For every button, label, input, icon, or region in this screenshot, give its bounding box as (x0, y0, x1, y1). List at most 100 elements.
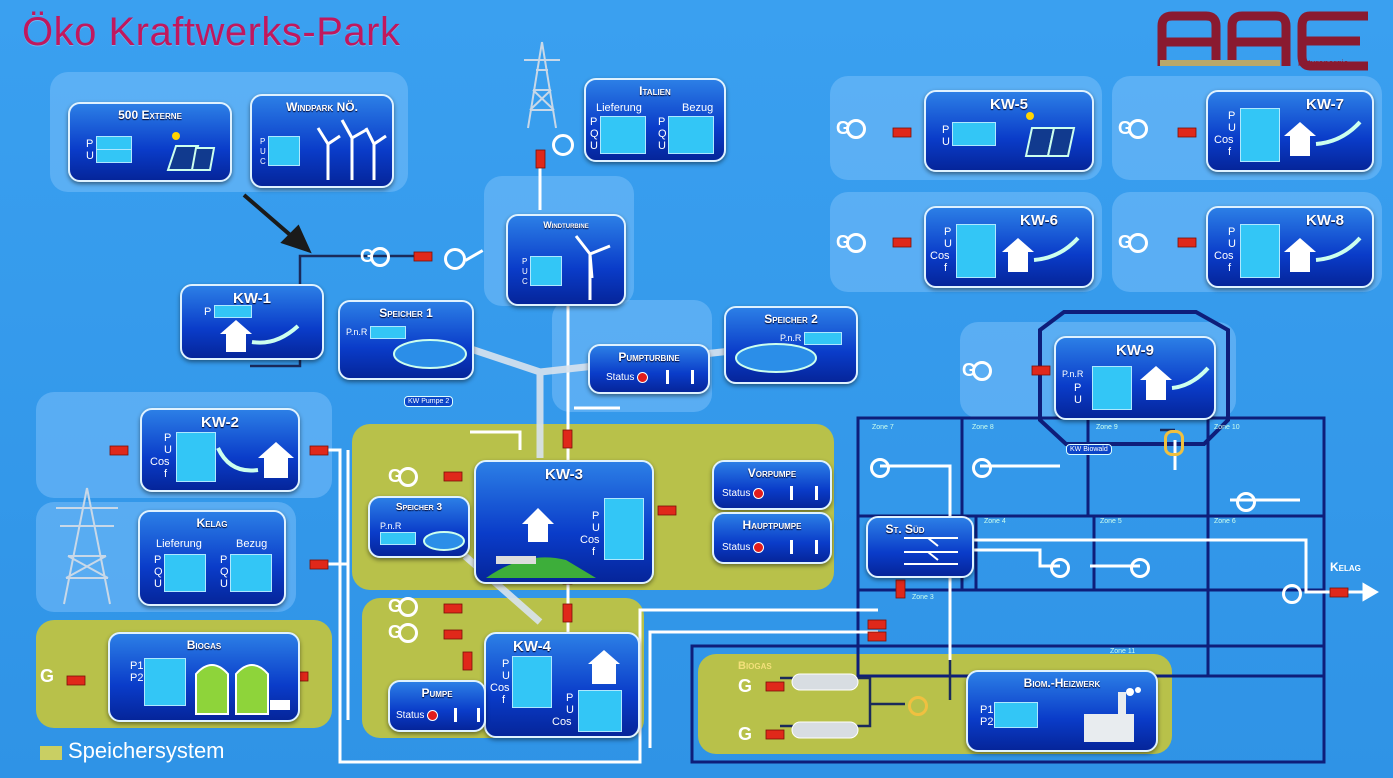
field-label: P (942, 124, 950, 136)
field-label: P (1074, 382, 1082, 394)
generator-icon: G (388, 596, 419, 618)
box-title: KW-1 (232, 290, 272, 307)
field-label-lieferung: Lieferung (596, 102, 642, 114)
field-label: P (1228, 226, 1236, 238)
generator-icon: G (962, 360, 993, 382)
wind-turbine-icon (316, 119, 387, 180)
field-label: P (590, 116, 598, 128)
status-dot (753, 542, 765, 553)
zone-label: Zone 5 (1100, 518, 1122, 525)
value-cell (230, 554, 272, 592)
box-title: Hauptpumpe (742, 518, 802, 532)
value-cell (164, 554, 206, 592)
box-kw7[interactable]: KW-7 P U Cos f (1206, 90, 1374, 172)
box-st-sued[interactable]: St. Süd (866, 516, 974, 578)
box-title: KW-5 (989, 96, 1029, 113)
house-icon (588, 650, 620, 684)
box-title: KW-3 (544, 466, 584, 483)
box-kw9[interactable]: KW-9 P.n.R P U (1054, 336, 1216, 420)
field-label: U (154, 578, 162, 590)
box-kw4[interactable]: KW-4 P U Cos f P U Cos (484, 632, 640, 738)
pump-icon (454, 708, 480, 722)
box-biogas-left[interactable]: Biogas P1 P2 (108, 632, 300, 722)
transformer-icon (552, 134, 574, 156)
box-kelag[interactable]: Kelag Lieferung Bezug P Q U P Q U (138, 510, 286, 606)
box-title: Pumpturbine (618, 350, 680, 364)
zone-label: Zone 9 (1096, 424, 1118, 431)
legend-label: Speichersystem (68, 738, 225, 763)
zone-label: Zone 4 (984, 518, 1006, 525)
box-windpark-noe[interactable]: Windpark NÖ. P U C (250, 94, 394, 188)
field-label: Q (154, 566, 163, 578)
value-cell (530, 256, 562, 286)
value-cell (96, 136, 132, 150)
tank-icon (791, 673, 859, 691)
box-title: Speicher 3 (395, 502, 443, 513)
field-label: C (522, 277, 528, 286)
transformer-icon (1050, 558, 1070, 578)
generator-icon: G (1118, 232, 1149, 254)
status-dot (753, 488, 765, 499)
field-label: U (1228, 238, 1236, 250)
box-hauptpumpe[interactable]: Hauptpumpe Status (712, 512, 832, 564)
field-label: U (592, 522, 600, 534)
generator-icon: G (360, 246, 391, 268)
box-title: Biom.-Heizwerk (1023, 676, 1101, 690)
field-label: P (220, 554, 228, 566)
value-cell (952, 122, 996, 146)
transformer-icon (1282, 584, 1302, 604)
wind-turbine-icon (574, 235, 611, 300)
box-500-externe[interactable]: 500 Externe P U (68, 102, 232, 182)
transmission-tower-icon (524, 41, 560, 129)
status-dot (637, 372, 649, 383)
transformer-icon (908, 696, 928, 716)
field-label: Q (658, 128, 667, 140)
field-label: U (86, 150, 94, 162)
biogas-right-label: Biogas (738, 660, 772, 672)
value-cell (512, 656, 552, 708)
generator-icon: G (836, 118, 867, 140)
field-label: P (260, 137, 266, 146)
field-label: P.n.R (780, 333, 802, 343)
box-title: Windturbine (543, 220, 589, 230)
box-vorpumpe[interactable]: Vorpumpe Status (712, 460, 832, 510)
status-indicator: Status (722, 542, 765, 553)
generator-icon: G (388, 622, 419, 644)
box-windturbine[interactable]: Windturbine P U C (506, 214, 626, 306)
value-cell (380, 532, 416, 545)
field-label: Cos (930, 250, 950, 262)
box-speicher3[interactable]: Speicher 3 P.n.R (368, 496, 470, 558)
field-label-bezug: Bezug (682, 102, 714, 114)
box-title: Kelag (196, 516, 228, 530)
tag-kw-biowald[interactable]: KW Biowald (1066, 444, 1112, 455)
field-label: f (592, 546, 596, 558)
box-speicher2[interactable]: Speicher 2 P.n.R (724, 306, 858, 384)
box-title: Speicher 1 (379, 306, 433, 320)
field-label: U (522, 267, 528, 276)
field-label: Cos (580, 534, 600, 546)
box-kw2[interactable]: KW-2 P U Cos f (140, 408, 300, 492)
field-label: P.n.R (1062, 369, 1084, 379)
value-cell (600, 116, 646, 154)
box-kw5[interactable]: KW-5 P U (924, 90, 1094, 172)
field-label: U (502, 670, 510, 682)
field-label: f (1228, 146, 1232, 158)
box-biom-heizwerk[interactable]: Biom.-Heizwerk P1 P2 (966, 670, 1158, 752)
field-label: P.n.R (346, 327, 368, 337)
box-kw1[interactable]: KW-1 P (180, 284, 324, 360)
field-label: P (566, 692, 574, 704)
box-kw3[interactable]: KW-3 P U Cos f (474, 460, 654, 584)
value-cell (370, 326, 406, 339)
box-pumpturbine[interactable]: Pumpturbine Status (588, 344, 710, 394)
box-kw8[interactable]: KW-8 P U Cos f (1206, 206, 1374, 288)
box-italien[interactable]: Italien Lieferung Bezug P Q U P Q U (584, 78, 726, 162)
tag-kw-pumpe[interactable]: KW Pumpe 2 (404, 396, 454, 407)
box-kw6[interactable]: KW-6 P U Cos f (924, 206, 1094, 288)
field-label: P2 (130, 672, 144, 684)
status-dot (427, 710, 439, 721)
box-pumpe[interactable]: Pumpe Status (388, 680, 486, 732)
house-icon (486, 508, 596, 578)
box-speicher1[interactable]: Speicher 1 P.n.R (338, 300, 474, 380)
box-title: KW-7 (1305, 96, 1345, 113)
value-cell (956, 224, 996, 278)
